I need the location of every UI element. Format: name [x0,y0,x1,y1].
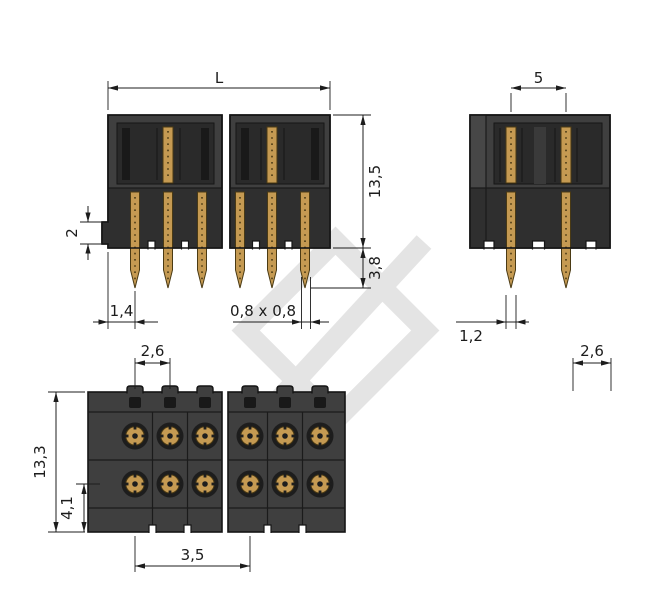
pin-slot [311,128,319,180]
solder-contact [236,470,264,498]
arrowhead [135,319,145,325]
solder-notches [251,240,293,250]
dim-row-offset: 4,1 [58,483,100,532]
mating-pin [266,126,278,184]
dim-label-body-depth: 13,3 [31,445,49,478]
pin-slot [201,128,209,180]
bottom-notches [148,524,192,534]
dim-pin-width: 1,2 [456,295,529,345]
base-shade [230,188,330,248]
front-body-right [229,114,331,289]
dim-label-row-offset: 4,1 [58,496,76,520]
solder-contact [156,470,184,498]
top-slots [244,397,326,408]
dim-label-contact-spacing: 3,5 [181,546,205,564]
mating-pin [505,126,517,184]
solder-contact [121,422,149,450]
front-pin [299,191,311,289]
dim-label-pitch-left: 2,6 [141,342,165,360]
front-pin [234,191,246,289]
bottom-body-left [87,385,223,534]
solder-contact [191,470,219,498]
dim-contact-spacing: 3,5 [134,536,251,572]
block-face [87,391,223,533]
solder-contact [156,422,184,450]
front-body-left [101,114,223,289]
front-pin [196,191,208,289]
latch-tabs [126,385,214,394]
solder-notches [147,240,190,250]
bottom-notches [263,524,307,534]
solder-contact [271,422,299,450]
arrowhead [98,319,108,325]
dim-pitch-left: 2,6 [134,342,171,389]
dim-pin-protrusion: 3,8 [311,248,384,289]
dim-label-housing-height: 13,5 [366,165,384,198]
arrowhead [292,319,302,325]
solder-contact [191,422,219,450]
top-slots [129,397,211,408]
latch-tabs [241,385,329,394]
dim-first-pin-offset: 1,4 [93,252,158,329]
mating-pin [560,126,572,184]
body-outline [469,114,611,249]
front-wall [470,115,486,188]
front-pin [266,191,278,289]
mating-pin [162,126,174,184]
block-face [227,391,346,533]
dim-label-row-spacing: 5 [534,69,544,87]
solder-contact [236,422,264,450]
arrowhead [310,319,320,325]
solder-notches [483,240,597,250]
pin-slot [122,128,130,180]
side-view [469,114,611,289]
dim-pitch-right: 2,6 [572,342,612,391]
dim-row-spacing: 5 [510,69,567,112]
solder-contact [121,470,149,498]
bottom-view [87,385,346,534]
dim-label-pin-cross-section: 0,8 x 0,8 [230,302,296,320]
dim-label-pin-protrusion: 3,8 [366,256,384,280]
dim-pin-cross-section: 0,8 x 0,8 [230,277,329,329]
end-step-tab [102,222,108,244]
dim-label-first-pin-offset: 1,4 [110,302,134,320]
pin-slot [241,128,249,180]
body-outline [101,114,223,249]
solder-contact [306,470,334,498]
front-pin [129,191,141,289]
body-outline [229,114,331,249]
solder-contact [271,470,299,498]
dim-housing-height: 13,5 [333,114,384,249]
dim-body-depth: 13,3 [31,391,85,533]
bottom-body-right [227,385,346,534]
solder-contact [306,422,334,450]
arrowhead [85,212,91,222]
side-pin [560,191,572,289]
arrowhead [496,319,506,325]
dim-label-pitch-right: 2,6 [580,342,604,360]
housing-panel [235,122,325,185]
arrowhead [516,319,526,325]
dim-overall-length: L [107,69,331,110]
side-pin [505,191,517,289]
dim-label-overall-length: L [215,69,224,87]
front-pin [162,191,174,289]
base-shade [470,188,610,248]
dim-label-pin-width: 1,2 [459,327,483,345]
center-divider [534,127,546,184]
arrowhead [85,244,91,254]
front-view [101,114,331,289]
dim-label-end-step: 2 [63,228,81,238]
dim-end-step: 2 [63,206,101,260]
